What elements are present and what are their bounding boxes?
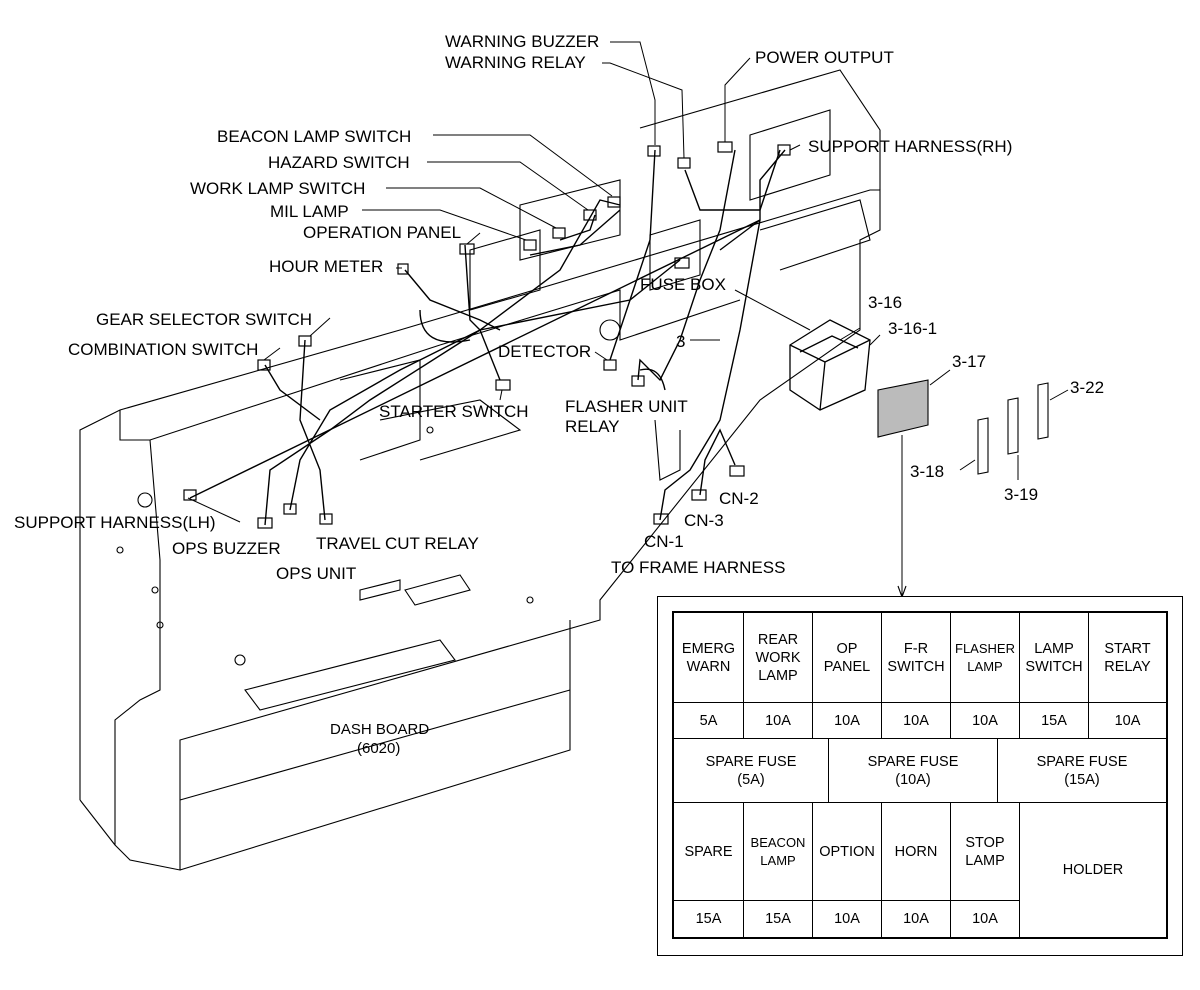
fuse-rating-beacon-lamp: 15A xyxy=(744,901,813,937)
connector-travel-cut xyxy=(319,513,333,525)
label-3-17: 3-17 xyxy=(952,352,986,371)
label-operation-panel: OPERATION PANEL xyxy=(303,223,461,242)
label-relay: RELAY xyxy=(565,417,620,436)
label-mil-lamp: MIL LAMP xyxy=(270,202,349,221)
label-support-harness-rh: SUPPORT HARNESS(RH) xyxy=(808,137,1012,156)
fuse-name-horn: HORN xyxy=(882,803,951,901)
fuse-name-emerg-warn: EMERG WARN xyxy=(674,613,744,703)
label-ops-unit: OPS UNIT xyxy=(276,564,356,583)
fuse-holder: HOLDER xyxy=(1062,862,1124,878)
connector-cn1 xyxy=(653,513,669,525)
fuse-name-op-panel: OP PANEL xyxy=(813,613,882,703)
connector-work-lamp xyxy=(552,227,566,239)
label-warning-relay: WARNING RELAY xyxy=(445,53,586,72)
label-warning-buzzer: WARNING BUZZER xyxy=(445,32,599,51)
fuse-rating-emerg-warn: 5A xyxy=(674,703,744,739)
fuse-grid-3-17 xyxy=(877,379,929,438)
spare-fuse-5a: SPARE FUSE (5A) xyxy=(674,739,829,803)
label-cn3: CN-3 xyxy=(684,511,724,530)
fuses-3-18-3-19-3-22 xyxy=(977,382,1049,475)
connector-detector xyxy=(603,359,617,371)
fuse-name-f-r-switch: F-R SWITCH xyxy=(882,613,951,703)
fuse-name-option: OPTION xyxy=(813,803,882,901)
fuse-chart-table: EMERG WARN REAR WORK LAMP OP PANEL F-R S… xyxy=(672,611,1168,939)
leader-lines xyxy=(187,41,1069,595)
fuse-rating-stop-lamp: 10A xyxy=(951,901,1020,937)
label-support-harness-lh: SUPPORT HARNESS(LH) xyxy=(14,513,216,532)
connector-warning-relay xyxy=(677,157,691,169)
label-dash-board-code: (6020) xyxy=(357,740,400,757)
label-3-18: 3-18 xyxy=(910,462,944,481)
fuse-rating-lamp-switch: 15A xyxy=(1020,703,1089,739)
label-hour-meter: HOUR METER xyxy=(269,257,383,276)
fuse-name-start-relay: START RELAY xyxy=(1089,613,1166,703)
label-cn1: CN-1 xyxy=(644,532,684,551)
label-beacon-lamp-switch: BEACON LAMP SWITCH xyxy=(217,127,411,146)
fuse-rating-rear-work-lamp: 10A xyxy=(744,703,813,739)
label-3-16: 3-16 xyxy=(868,293,902,312)
connector-power-output xyxy=(717,141,733,153)
fuse-box-3-16 xyxy=(789,319,871,411)
spare-fuse-10a: SPARE FUSE (10A) xyxy=(829,739,998,803)
label-3-22: 3-22 xyxy=(1070,378,1104,397)
label-detector: DETECTOR xyxy=(498,342,591,361)
connector-beacon xyxy=(607,196,621,208)
fuse-name-rear-work-lamp: REAR WORK LAMP xyxy=(744,613,813,703)
label-gear-selector-switch: GEAR SELECTOR SWITCH xyxy=(96,310,312,329)
connector-gear-selector xyxy=(298,335,312,347)
fuse-rating-start-relay: 10A xyxy=(1089,703,1166,739)
label-power-output: POWER OUTPUT xyxy=(755,48,894,67)
connector-hour-meter xyxy=(397,263,409,275)
fuse-chart-panel: EMERG WARN REAR WORK LAMP OP PANEL F-R S… xyxy=(657,596,1183,956)
connector-cn2 xyxy=(729,465,745,477)
label-travel-cut-relay: TRAVEL CUT RELAY xyxy=(316,534,479,553)
label-to-frame-harness: TO FRAME HARNESS xyxy=(611,558,785,577)
label-3-16-1: 3-16-1 xyxy=(888,319,937,338)
fuse-name-flasher-lamp: FLASHER LAMP xyxy=(951,613,1020,703)
connector-fuse-box xyxy=(674,257,690,269)
connector-mil xyxy=(523,239,537,251)
fuse-name-stop-lamp: STOP LAMP xyxy=(951,803,1020,901)
label-work-lamp-switch: WORK LAMP SWITCH xyxy=(190,179,365,198)
label-3-19: 3-19 xyxy=(1004,485,1038,504)
connector-starter xyxy=(495,379,511,391)
fuse-rating-option: 10A xyxy=(813,901,882,937)
label-dash-board: DASH BOARD xyxy=(330,721,429,738)
label-hazard-switch: HAZARD SWITCH xyxy=(268,153,410,172)
fuse-rating-flasher-lamp: 10A xyxy=(951,703,1020,739)
fuse-name-spare: SPARE xyxy=(674,803,744,901)
spare-fuse-15a: SPARE FUSE (15A) xyxy=(998,739,1166,803)
label-starter-switch: STARTER SWITCH xyxy=(379,402,529,421)
connector-hazard xyxy=(583,209,597,221)
harness-wires xyxy=(189,149,786,526)
fuse-rating-spare: 15A xyxy=(674,901,744,937)
connector-ops-buzzer xyxy=(257,517,273,529)
label-flasher-unit: FLASHER UNIT xyxy=(565,397,688,416)
fuse-rating-op-panel: 10A xyxy=(813,703,882,739)
connector-cn3 xyxy=(691,489,707,501)
dash-board-outline xyxy=(79,69,881,871)
label-fuse-box: FUSE BOX xyxy=(640,275,726,294)
label-combination-switch: COMBINATION SWITCH xyxy=(68,340,258,359)
fuse-name-lamp-switch: LAMP SWITCH xyxy=(1020,613,1089,703)
connector-ops-unit xyxy=(283,503,297,515)
connectors xyxy=(183,141,791,529)
connector-flasher xyxy=(631,375,645,387)
fuse-name-beacon-lamp: BEACON LAMP xyxy=(744,803,813,901)
label-harness-3: 3 xyxy=(676,332,685,351)
label-ops-buzzer: OPS BUZZER xyxy=(172,539,281,558)
connector-support-lh xyxy=(183,489,197,501)
fuse-rating-f-r-switch: 10A xyxy=(882,703,951,739)
fuse-rating-horn: 10A xyxy=(882,901,951,937)
connector-warning-buzzer xyxy=(647,145,661,157)
label-cn2: CN-2 xyxy=(719,489,759,508)
